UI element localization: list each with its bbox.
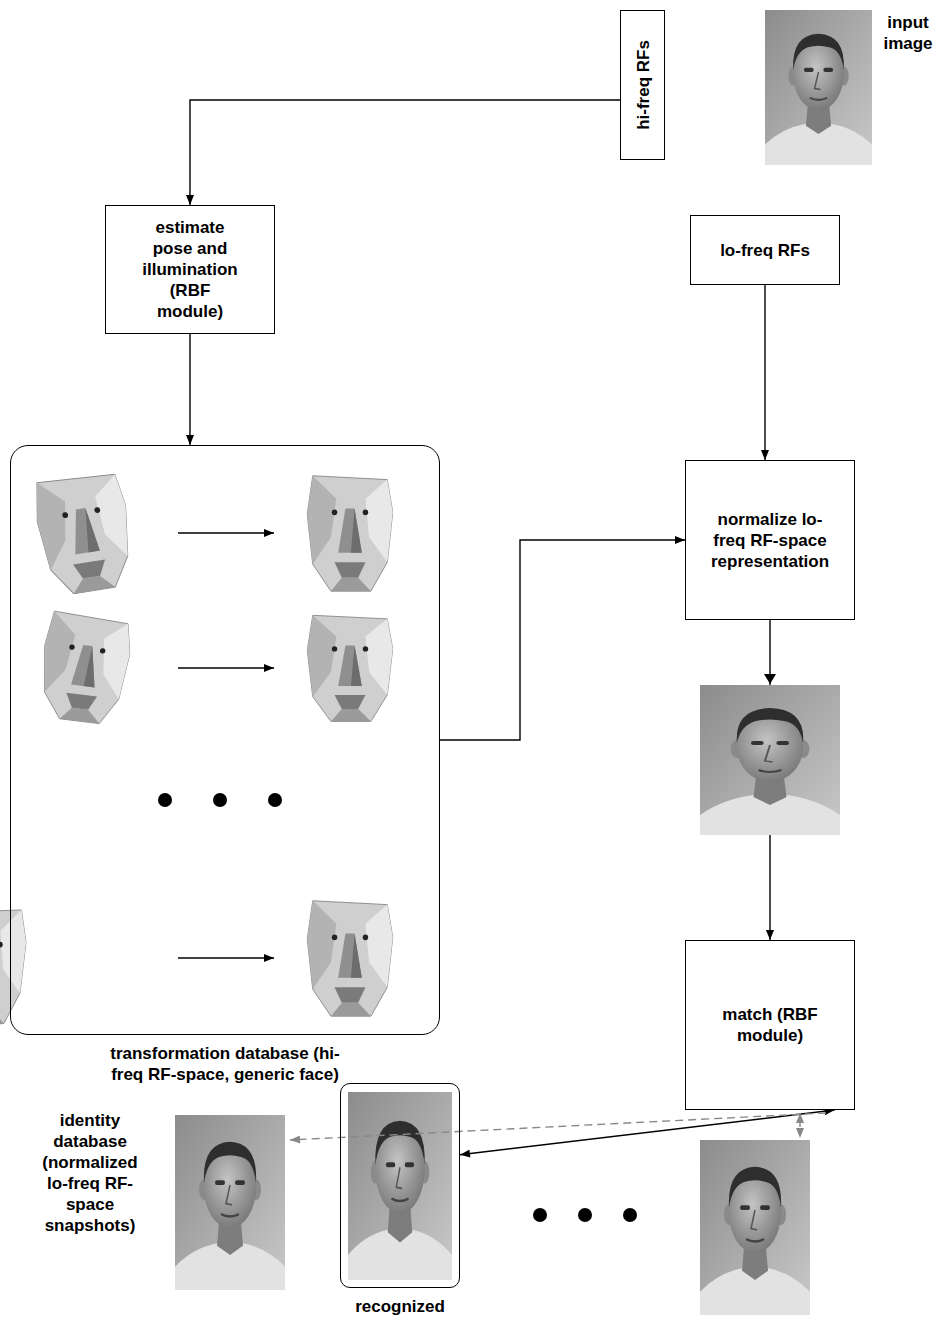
identity-photo — [348, 1092, 452, 1280]
input-photo — [765, 10, 872, 165]
identity-photo — [700, 1140, 810, 1315]
flow-arrow — [189, 334, 190, 445]
process-box: estimate pose and illumination (RBF modu… — [105, 205, 275, 334]
frame-border — [10, 445, 440, 1035]
posed-face — [31, 470, 138, 598]
transform-arrow — [178, 667, 274, 668]
identity-photo — [175, 1115, 285, 1290]
database-panel: transformation database (hi-freq RF-spac… — [10, 445, 440, 1085]
frontal-face — [307, 615, 392, 721]
process-box: match (RBF module) — [685, 940, 855, 1110]
box-label: hi-freq RFs — [632, 40, 653, 130]
frontal-face — [307, 901, 392, 1016]
flow-arrow — [460, 1110, 835, 1155]
process-box: normalize lo-freq RF-space representatio… — [685, 460, 855, 620]
arrow-head — [764, 674, 776, 684]
flow-arrow — [764, 285, 765, 460]
box-label: estimate pose and illumination (RBF modu… — [135, 217, 245, 322]
filter-box: lo-freq RFs — [690, 215, 840, 285]
ellipsis-dot — [578, 1208, 592, 1222]
box-label: lo-freq RFs — [720, 240, 810, 261]
ellipsis-dot — [158, 793, 172, 807]
normalized-photo — [700, 685, 840, 835]
ellipsis-dot — [268, 793, 282, 807]
ellipsis-dot — [213, 793, 227, 807]
posed-face — [0, 906, 27, 1029]
flow-arrow — [769, 620, 770, 940]
transform-arrow — [178, 957, 274, 958]
transform-arrow — [178, 532, 274, 533]
candidate-link — [290, 1113, 826, 1140]
image-label: input image — [876, 12, 940, 54]
database-label: identity database (normalized lo-freq RF… — [35, 1110, 145, 1236]
panel-heading: transformation database (hi-freq RF-spac… — [96, 1043, 354, 1085]
frontal-face — [307, 476, 392, 591]
posed-face — [36, 610, 134, 726]
ellipsis-dot — [533, 1208, 547, 1222]
flow-arrow — [440, 540, 685, 740]
box-label: normalize lo-freq RF-space representatio… — [705, 509, 835, 572]
recognized-frame: recognized — [340, 1083, 460, 1317]
flow-arrow — [190, 100, 620, 205]
box-label: match (RBF module) — [715, 1004, 825, 1046]
filter-box: hi-freq RFs — [620, 10, 665, 160]
frame-border — [340, 1083, 460, 1288]
panel-heading: recognized — [355, 1296, 445, 1317]
candidate-link — [799, 1113, 800, 1138]
ellipsis-dot — [623, 1208, 637, 1222]
